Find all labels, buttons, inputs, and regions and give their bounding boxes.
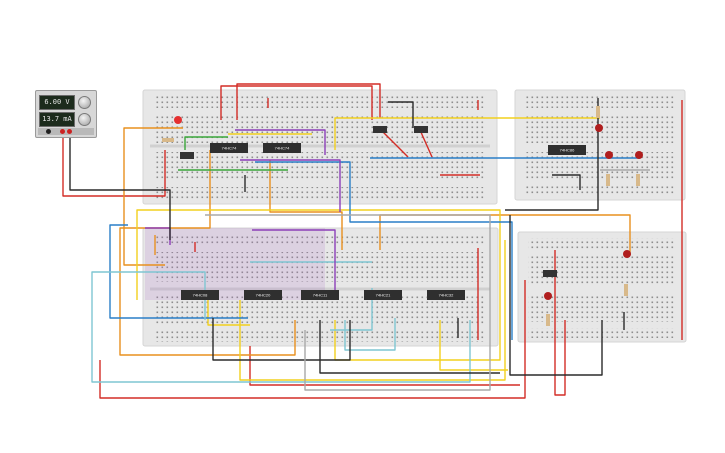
chip-label: 74HC32 — [439, 293, 454, 298]
chip-label: 74HC11 — [313, 293, 328, 298]
selection-highlight — [145, 228, 325, 300]
terminal-strip — [38, 128, 94, 135]
wire-red[interactable] — [99, 280, 526, 399]
wire-yellow[interactable] — [207, 300, 250, 326]
wire-gray[interactable] — [205, 214, 491, 391]
wire-yellow[interactable] — [239, 240, 506, 381]
wire-cyan[interactable] — [91, 271, 471, 383]
voltage-knob-icon[interactable] — [78, 96, 91, 109]
chip-8[interactable]: 74HC86 — [548, 145, 586, 155]
current-display: 13.7 mA — [39, 112, 75, 127]
wire-purple[interactable] — [240, 159, 341, 212]
chip-label: 74HC21 — [376, 293, 391, 298]
chip-6[interactable]: 74HC21 — [364, 290, 402, 300]
wire-red[interactable] — [554, 250, 566, 396]
wire-red[interactable] — [236, 83, 381, 120]
chip-label: 74HC20 — [256, 293, 271, 298]
wire-cyan[interactable] — [344, 318, 396, 351]
led — [174, 116, 643, 300]
wire-red[interactable] — [62, 133, 166, 197]
chip-2[interactable]: 74HC74 — [263, 143, 301, 153]
wire-black[interactable] — [319, 320, 500, 374]
wires — [62, 83, 683, 399]
wire-red[interactable] — [220, 85, 373, 120]
wire-orange[interactable] — [379, 214, 631, 255]
wire-black[interactable] — [212, 318, 351, 361]
wire-green[interactable] — [184, 136, 228, 150]
chip-3[interactable]: 74HC08 — [181, 290, 219, 300]
chips: 74HC74 74HC74 74HC08 74HC20 74HC11 74HC21 74HC… — [181, 143, 586, 300]
resistor — [162, 106, 640, 326]
wire-black[interactable] — [69, 133, 171, 240]
wire-blue[interactable] — [255, 161, 370, 223]
wire-black[interactable] — [552, 174, 581, 190]
wire-black[interactable] — [505, 98, 599, 211]
breadboard-top-left — [142, 89, 498, 205]
switch[interactable] — [180, 126, 557, 277]
chip-1[interactable]: 74HC74 — [210, 143, 248, 153]
power-supply[interactable]: 6.00 V 13.7 mA — [35, 90, 97, 138]
positive-terminal-icon[interactable] — [60, 129, 65, 134]
negative-terminal-icon[interactable] — [67, 129, 72, 134]
wire-yellow[interactable] — [136, 209, 501, 361]
chip-7[interactable]: 74HC32 — [427, 290, 465, 300]
breadboard-bottom-left — [142, 227, 499, 347]
chip-5[interactable]: 74HC11 — [301, 290, 339, 300]
chip-label: 74HC08 — [193, 293, 208, 298]
chip-label: 74HC74 — [222, 146, 237, 151]
wire-blue[interactable] — [370, 221, 513, 340]
wire-purple[interactable] — [235, 129, 326, 155]
wire-red[interactable] — [249, 346, 520, 386]
chip-4[interactable]: 74HC20 — [244, 290, 282, 300]
wire-yellow[interactable] — [439, 320, 508, 371]
voltage-display: 6.00 V — [39, 95, 75, 110]
wire-cyan[interactable] — [330, 288, 373, 331]
wire-orange[interactable] — [269, 160, 343, 250]
current-knob-icon[interactable] — [78, 113, 91, 126]
chip-label: 74HC74 — [275, 146, 290, 151]
breadboard-bottom-right — [517, 231, 687, 343]
chip-label: 74HC86 — [560, 148, 575, 153]
wire-red[interactable] — [419, 129, 433, 158]
wire-orange[interactable] — [123, 127, 183, 266]
wire-purple[interactable] — [252, 229, 336, 290]
wire-black[interactable] — [388, 101, 414, 128]
ground-terminal-icon[interactable] — [46, 129, 51, 134]
wire-black[interactable] — [509, 215, 603, 376]
wire-yellow[interactable] — [334, 117, 600, 150]
